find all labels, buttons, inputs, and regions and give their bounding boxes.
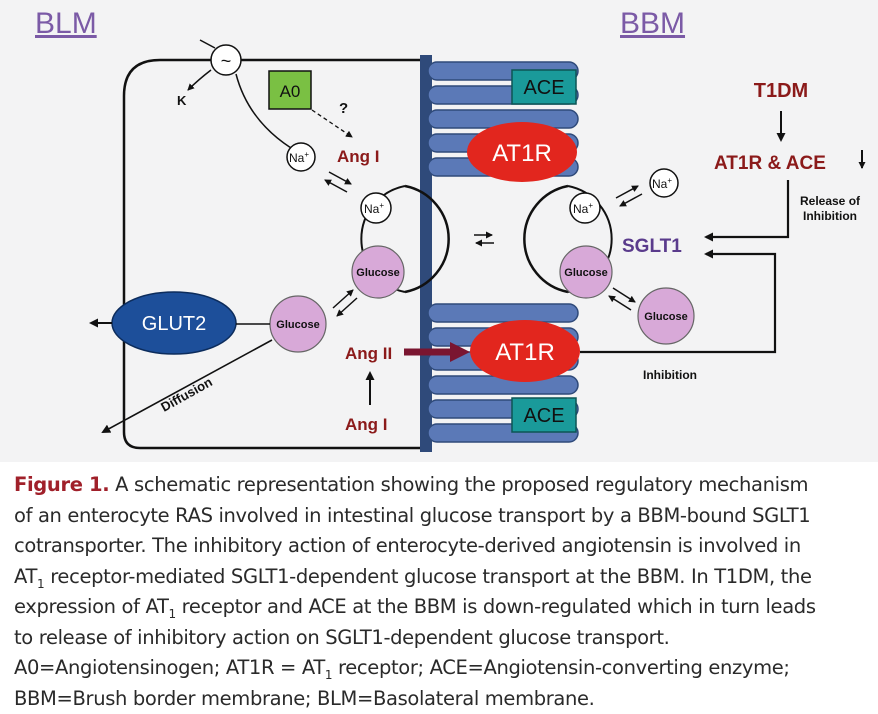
caption-line-2: of an enterocyte RAS involved in intesti… [14,501,870,532]
release-label-line1: Release of [800,194,861,208]
glucose-lumen: Glucose [638,288,694,344]
glucose-left-transporter: Glucose [352,246,404,298]
question-mark: ? [339,100,348,117]
figure-label: Figure 1. [14,473,109,496]
na-exchange-arrows-right [616,186,642,206]
caption-line-8: BBM=Brush border membrane; BLM=Basolater… [14,684,870,714]
na-ion-right-transporter: Na+ [570,193,600,223]
k-label: K [177,93,187,108]
sglt1-label: SGLT1 [622,236,682,257]
at1r-ace-label: AT1R & ACE [714,153,826,174]
release-label-line2: Inhibition [803,209,857,223]
na-ion-lumen: Na+ [650,169,678,197]
svg-text:Glucose: Glucose [644,311,687,323]
caption-line-7: A0=Angiotensinogen; AT1R = AT1 receptor;… [14,653,870,684]
at1r-label-top: AT1R [492,140,552,167]
na-ion-left-transporter: Na+ [361,193,391,223]
diagram: ACE ACE AT1R AT1R Na+ Na+ Na+ Na+ Glucos… [0,0,878,462]
svg-text:Glucose: Glucose [564,267,607,279]
caption-line-4: AT1 receptor-mediated SGLT1-dependent gl… [14,562,870,593]
brush-border-membrane [420,55,578,452]
glucose-cytosol: Glucose [270,296,326,352]
bbm-label: BBM [620,7,685,40]
caption-line-5: expression of AT1 receptor and ACE at th… [14,592,870,623]
t1dm-label: T1DM [754,80,808,102]
ang1-bottom-label: Ang I [345,415,388,434]
blm-label: BLM [35,7,97,40]
na-ion-blm: Na+ [287,143,315,171]
at1r-label-bottom: AT1R [495,339,555,366]
pump-symbol: ~ [221,51,232,71]
glucose-exchange-arrows-left [333,290,357,316]
ace-label-bottom: ACE [523,405,564,427]
diffusion-label: Diffusion [158,374,215,414]
ace-label-top: ACE [523,77,564,99]
a0-label: A0 [280,82,301,101]
transport-arrows-center [474,235,494,243]
na-exchange-arrows-left [325,172,351,192]
diagram-svg: ACE ACE AT1R AT1R Na+ Na+ Na+ Na+ Glucos… [0,0,878,462]
inhibition-label: Inhibition [643,368,697,382]
glucose-exchange-arrows-right [609,288,635,310]
release-path [706,180,788,237]
pump-k-in-line [200,40,215,48]
pump-to-k-arrow [188,70,211,90]
figure-caption: Figure 1. A schematic representation sho… [14,470,870,714]
glut2-label: GLUT2 [142,313,206,335]
caption-line-1: Figure 1. A schematic representation sho… [14,470,870,501]
caption-line-6: to release of inhibitory action on SGLT1… [14,623,870,654]
svg-text:Glucose: Glucose [356,267,399,279]
svg-text:Glucose: Glucose [276,319,319,331]
glucose-right-transporter: Glucose [560,246,612,298]
caption-line-3: cotransporter. The inhibitory action of … [14,531,870,562]
ang2-label: Ang II [345,344,392,363]
ang1-top-label: Ang I [337,147,380,166]
